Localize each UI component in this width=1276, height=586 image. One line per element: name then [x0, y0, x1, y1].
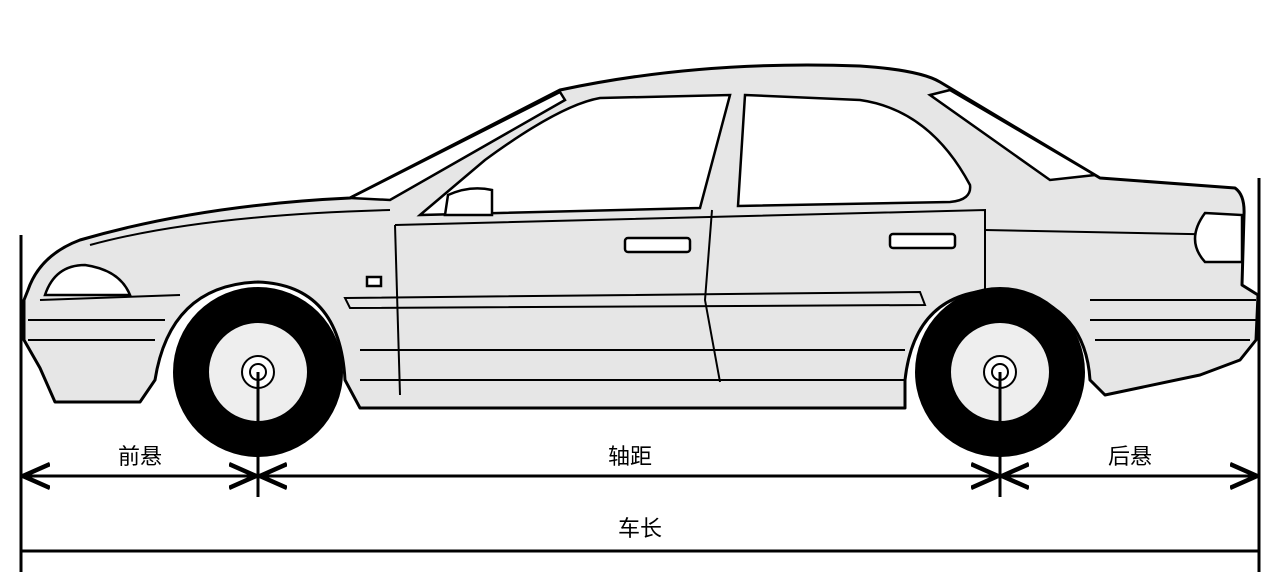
vehicle-length-label: 车长	[618, 517, 662, 542]
car-body	[22, 63, 1260, 410]
rear-door-window	[736, 93, 972, 208]
windshield	[345, 90, 567, 202]
dimension-lines	[19, 178, 1261, 572]
side-marker	[365, 275, 383, 288]
car-illustration	[22, 63, 1260, 457]
rear-quarter-window	[927, 88, 1099, 182]
rear-door-handle	[888, 232, 957, 250]
front-window	[416, 93, 732, 217]
side-mirror	[443, 187, 494, 217]
taillight	[1193, 211, 1244, 264]
rear-overhang-label: 后悬	[1108, 445, 1152, 470]
front-overhang-label: 前悬	[118, 445, 162, 470]
front-door-handle	[623, 236, 692, 254]
headlight	[43, 263, 132, 297]
wheelbase-label: 轴距	[608, 445, 652, 470]
